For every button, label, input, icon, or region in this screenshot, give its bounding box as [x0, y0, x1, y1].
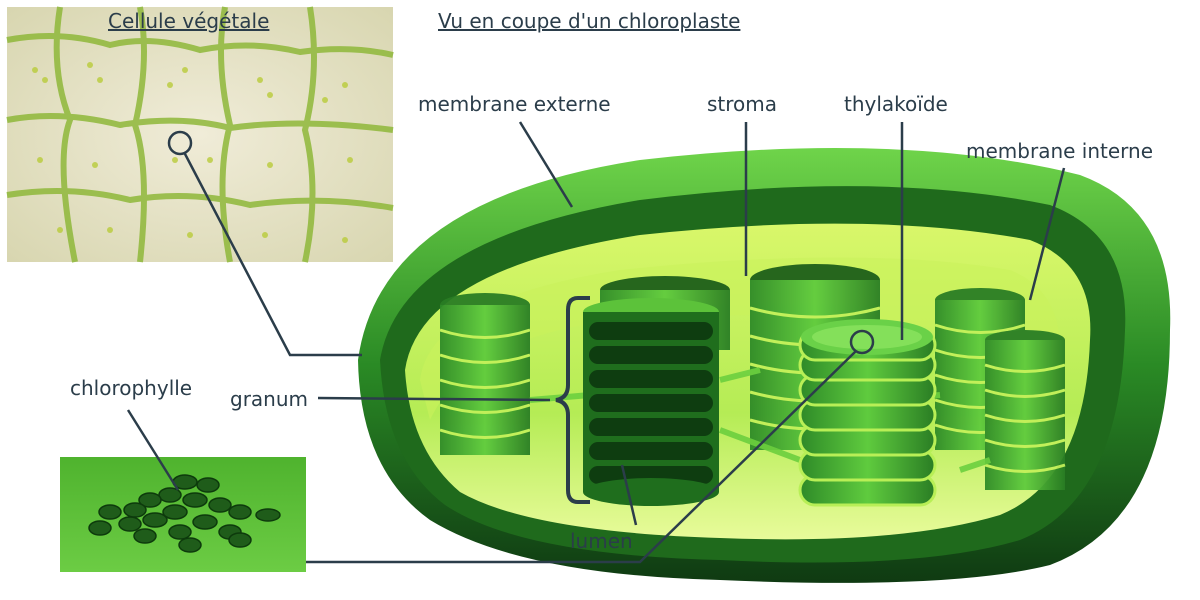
cell-heading: Cellule végétale — [108, 9, 270, 33]
label-outer-membrane: membrane externe — [418, 92, 611, 116]
granum-bracket — [555, 296, 590, 504]
label-thylakoid: thylakoïde — [844, 92, 948, 116]
label-lumen: lumen — [570, 529, 633, 553]
plant-cell-photo — [6, 6, 394, 263]
chloroplast-illustration — [358, 148, 1171, 583]
leader-cell-to-chloroplast — [182, 151, 362, 357]
leader-chlorophyll-to-thylakoid — [306, 350, 857, 564]
zoom-circle-cell — [167, 130, 193, 156]
label-chlorophyll: chlorophylle — [70, 376, 193, 400]
leader-lumen — [620, 464, 638, 526]
leader-chlorophyll — [126, 409, 180, 491]
chlorophyll-panel — [60, 457, 306, 572]
label-inner-membrane: membrane interne — [966, 139, 1154, 163]
section-heading: Vu en coupe d'un chloroplaste — [438, 9, 741, 33]
leader-inner-membrane — [1028, 167, 1066, 301]
granum-bright-stack — [798, 319, 937, 507]
label-granum: granum — [230, 387, 309, 411]
leader-granum — [317, 396, 551, 402]
zoom-circle-thylakoid — [849, 329, 875, 355]
leader-outer-membrane — [518, 121, 574, 208]
label-stroma: stroma — [707, 92, 778, 116]
leader-lines — [126, 121, 1066, 564]
granum-front-stack — [583, 298, 719, 506]
